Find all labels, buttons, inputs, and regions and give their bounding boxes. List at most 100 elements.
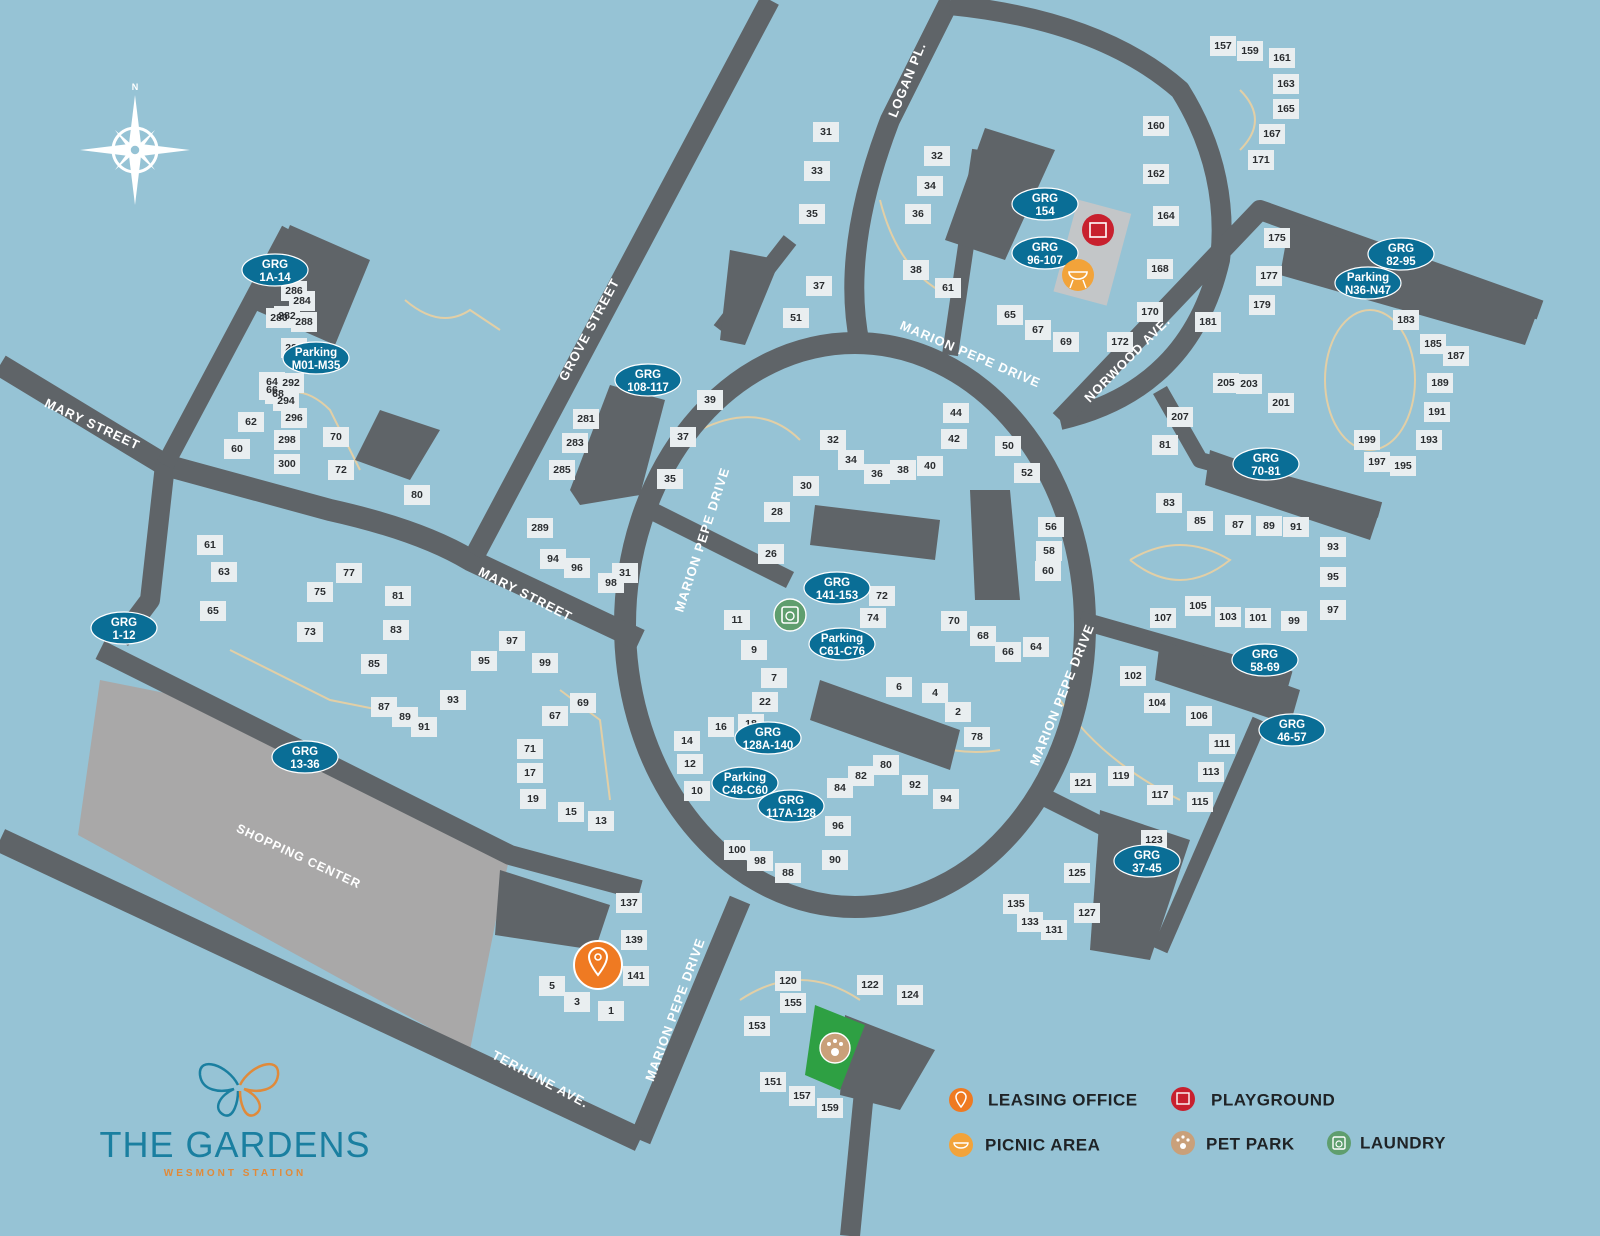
building-number[interactable]: 6 xyxy=(896,681,902,693)
building-number[interactable]: 133 xyxy=(1021,916,1039,928)
poi-playground[interactable] xyxy=(1082,214,1114,246)
building-number[interactable]: 70 xyxy=(330,431,342,443)
building-number[interactable]: 127 xyxy=(1078,907,1096,919)
building-number[interactable]: 16 xyxy=(715,721,727,733)
building-number[interactable]: 96 xyxy=(832,820,844,832)
building-number[interactable]: 101 xyxy=(1249,612,1267,624)
building-number[interactable]: 38 xyxy=(897,464,909,476)
building-number[interactable]: 153 xyxy=(748,1020,766,1032)
building-number[interactable]: 161 xyxy=(1273,52,1291,64)
building-number[interactable]: 159 xyxy=(1241,45,1259,57)
building-number[interactable]: 99 xyxy=(539,657,551,669)
building-number[interactable]: 35 xyxy=(806,208,818,220)
building-number[interactable]: 94 xyxy=(940,793,952,805)
building-number[interactable]: 96 xyxy=(571,562,583,574)
building-number[interactable]: 51 xyxy=(790,312,802,324)
building-number[interactable]: 67 xyxy=(549,710,561,722)
building-number[interactable]: 94 xyxy=(547,553,559,565)
building-number[interactable]: 300 xyxy=(278,458,296,470)
building-number[interactable]: 78 xyxy=(971,731,983,743)
building-number[interactable]: 165 xyxy=(1277,103,1295,115)
building-number[interactable]: 179 xyxy=(1253,299,1271,311)
building-number[interactable]: 85 xyxy=(1194,515,1206,527)
building-number[interactable]: 52 xyxy=(1021,467,1033,479)
building-number[interactable]: 84 xyxy=(834,782,846,794)
building-number[interactable]: 31 xyxy=(619,567,631,579)
building-number[interactable]: 117 xyxy=(1152,789,1169,801)
building-number[interactable]: 39 xyxy=(704,394,716,406)
building-number[interactable]: 11 xyxy=(731,614,742,626)
building-number[interactable]: 66 xyxy=(1002,646,1014,658)
building-number[interactable]: 155 xyxy=(784,997,802,1009)
building-number[interactable]: 60 xyxy=(1042,565,1054,577)
building-number[interactable]: 170 xyxy=(1141,306,1159,318)
building-number[interactable]: 283 xyxy=(566,437,584,449)
building-number[interactable]: 68 xyxy=(977,630,989,642)
building-number[interactable]: 56 xyxy=(1045,521,1057,533)
building-number[interactable]: 123 xyxy=(1145,834,1163,846)
building-number[interactable]: 95 xyxy=(478,655,490,667)
building-number[interactable]: 103 xyxy=(1219,611,1237,623)
building-number[interactable]: 141 xyxy=(627,970,645,982)
building-number[interactable]: 72 xyxy=(876,590,888,602)
building-number[interactable]: 9 xyxy=(751,644,757,656)
building-number[interactable]: 42 xyxy=(948,433,960,445)
building-number[interactable]: 38 xyxy=(910,264,922,276)
building-number[interactable]: 62 xyxy=(245,416,257,428)
building-number[interactable]: 120 xyxy=(779,975,797,987)
building-number[interactable]: 32 xyxy=(931,150,943,162)
building-number[interactable]: 107 xyxy=(1154,612,1172,624)
building-number[interactable]: 87 xyxy=(378,701,390,713)
building-number[interactable]: 171 xyxy=(1252,154,1270,166)
building-number[interactable]: 31 xyxy=(820,126,832,138)
building-number[interactable]: 151 xyxy=(764,1076,782,1088)
building-number[interactable]: 177 xyxy=(1260,270,1278,282)
building-number[interactable]: 89 xyxy=(1263,520,1275,532)
building-number[interactable]: 199 xyxy=(1358,434,1376,446)
poi-laundry[interactable] xyxy=(773,598,807,632)
building-number[interactable]: 183 xyxy=(1397,314,1415,326)
building-number[interactable]: 191 xyxy=(1428,406,1446,418)
building-number[interactable]: 157 xyxy=(793,1090,811,1102)
building-number[interactable]: 139 xyxy=(625,934,643,946)
building-number[interactable]: 292 xyxy=(282,377,300,389)
building-number[interactable]: 34 xyxy=(845,454,857,466)
building-number[interactable]: 92 xyxy=(909,779,921,791)
building-number[interactable]: 89 xyxy=(399,711,411,723)
building-number[interactable]: 289 xyxy=(531,522,549,534)
building-number[interactable]: 32 xyxy=(827,434,839,446)
building-number[interactable]: 104 xyxy=(1148,697,1166,709)
building-number[interactable]: 296 xyxy=(285,412,303,424)
building-number[interactable]: 12 xyxy=(684,758,696,770)
building-number[interactable]: 111 xyxy=(1214,738,1231,750)
building-number[interactable]: 60 xyxy=(231,443,243,455)
building-number[interactable]: 163 xyxy=(1277,78,1295,90)
building-number[interactable]: 121 xyxy=(1074,777,1092,789)
building-number[interactable]: 157 xyxy=(1214,40,1232,52)
building-number[interactable]: 285 xyxy=(553,464,571,476)
building-number[interactable]: 40 xyxy=(924,460,936,472)
building-number[interactable]: 81 xyxy=(392,590,404,602)
building-number[interactable]: 172 xyxy=(1111,336,1129,348)
building-number[interactable]: 37 xyxy=(813,280,825,292)
building-number[interactable]: 93 xyxy=(447,694,459,706)
building-number[interactable]: 64 xyxy=(266,376,278,388)
poi-pet-park[interactable] xyxy=(819,1032,851,1064)
building-number[interactable]: 159 xyxy=(821,1102,839,1114)
building-number[interactable]: 91 xyxy=(1290,521,1302,533)
building-number[interactable]: 75 xyxy=(314,586,326,598)
building-number[interactable]: 207 xyxy=(1171,411,1189,423)
building-number[interactable]: 100 xyxy=(728,844,746,856)
building-number[interactable]: 160 xyxy=(1147,120,1165,132)
